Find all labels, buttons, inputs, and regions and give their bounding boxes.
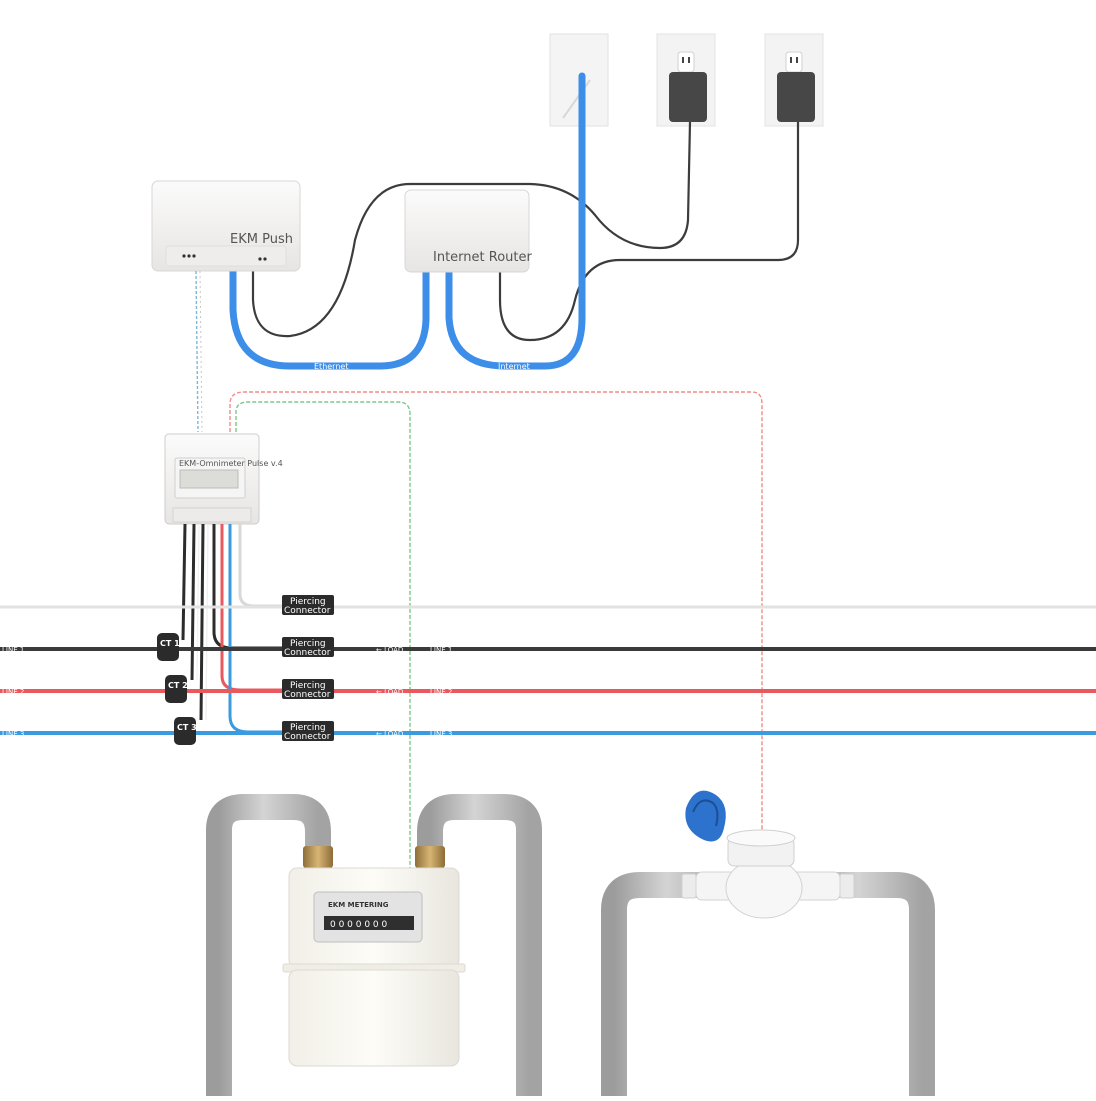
piercing-connector-3 bbox=[282, 721, 334, 741]
omnimeter-device bbox=[164, 433, 260, 525]
piercing1-line1: Piercing bbox=[290, 639, 326, 649]
line1-left-label: LINE 1 bbox=[2, 646, 24, 654]
piercing-connector-1 bbox=[282, 637, 334, 657]
router-device bbox=[404, 189, 530, 273]
internet-cable bbox=[445, 72, 586, 370]
water-meter bbox=[681, 829, 855, 919]
piercing3-line2: Connector bbox=[284, 732, 331, 742]
line2-left-label: LINE 2 bbox=[2, 688, 24, 696]
water-meter-cap bbox=[685, 790, 726, 842]
ekm-push-label: EKM Push bbox=[230, 232, 293, 247]
water-pipes bbox=[601, 872, 935, 1096]
load-label-1: ← LOAD bbox=[376, 646, 403, 654]
omnimeter-label: EKM-Omnimeter Pulse v.4 bbox=[179, 459, 283, 468]
piercing0-line1: Piercing bbox=[290, 597, 326, 607]
rs485-wire bbox=[195, 270, 203, 433]
outlet-right bbox=[764, 33, 824, 127]
line1-right-label: LINE 1 bbox=[430, 646, 452, 654]
load-label-2: ← LOAD bbox=[376, 688, 403, 696]
water-pulse-wire bbox=[229, 391, 763, 830]
piercing3-line1: Piercing bbox=[290, 723, 326, 733]
voltage-wires bbox=[212, 524, 283, 734]
line3-right-label: LINE 3 bbox=[430, 730, 452, 738]
ct2-label: CT 2 bbox=[168, 681, 188, 690]
piercing-connector-2 bbox=[282, 679, 334, 699]
power-lines bbox=[0, 605, 1096, 735]
gas-meter bbox=[282, 867, 466, 1067]
power-cords bbox=[251, 121, 800, 342]
piercing2-line2: Connector bbox=[284, 690, 331, 700]
piercing1-line2: Connector bbox=[284, 648, 331, 658]
internet-label: Internet bbox=[498, 362, 530, 371]
piercing0-line2: Connector bbox=[284, 606, 331, 616]
ct-wires bbox=[181, 523, 209, 721]
piercing2-line1: Piercing bbox=[290, 681, 326, 691]
ct3-label: CT 3 bbox=[177, 723, 197, 732]
piercing-connector-0 bbox=[282, 595, 334, 615]
router-label: Internet Router bbox=[433, 250, 532, 265]
ct1 bbox=[157, 633, 179, 661]
ethernet-cables bbox=[229, 72, 586, 370]
gas-meter-brand: EKM METERING bbox=[328, 901, 389, 909]
ethernet-cable bbox=[229, 266, 430, 370]
gas-meter-reading: 0 0 0 0 0 0 0 bbox=[330, 920, 388, 930]
gas-pulse-wire bbox=[235, 401, 411, 895]
ekm-push-device bbox=[151, 180, 301, 272]
ct2 bbox=[165, 675, 187, 703]
ct3 bbox=[174, 717, 196, 745]
ethernet-label: Ethernet bbox=[314, 362, 348, 371]
line3-left-label: LINE 3 bbox=[2, 730, 24, 738]
gas-pipes bbox=[206, 794, 542, 1096]
ct1-label: CT 1 bbox=[160, 639, 180, 648]
line2-right-label: LINE 2 bbox=[430, 688, 452, 696]
gas-fittings bbox=[303, 846, 445, 868]
pulse-wires bbox=[229, 391, 763, 895]
outlet-left bbox=[656, 33, 716, 127]
load-label-3: ← LOAD bbox=[376, 730, 403, 738]
